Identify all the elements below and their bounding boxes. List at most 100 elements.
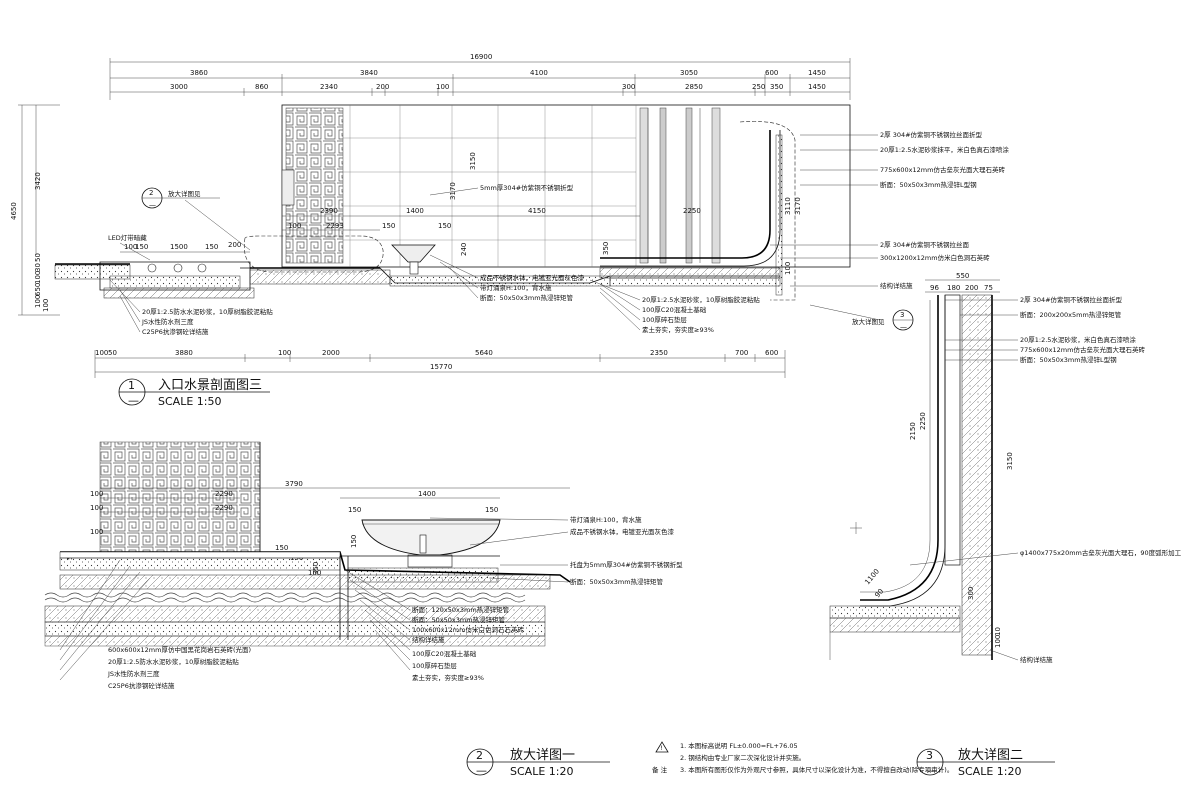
view-title-3: 3 — 放大详图二 SCALE 1:20 xyxy=(916,748,1055,778)
note-m3: 带灯涌泉H:100，背水施 xyxy=(480,283,552,292)
note-m5: 20厚1:2.5水泥砂浆，10厚树脂胶泥粘贴 xyxy=(642,295,760,304)
d2-note-3: 20厚1:2.5水泥砂浆，米白色真石漆喷涂 xyxy=(1020,335,1136,344)
note-r5: 2厚 304#仿紫铜不锈钢拉丝面 xyxy=(880,240,970,249)
view-3-sub: — xyxy=(926,764,937,777)
dim-150c: 150 xyxy=(135,243,148,251)
d2-dim-75: 75 xyxy=(984,284,993,292)
d2-dim-180: 180 xyxy=(947,284,960,292)
d1-note-b2: 断面：50x50x3mm热浸锌矩管 xyxy=(412,615,506,624)
d2-note-2: 断面：200x200x5mm热浸锌矩管 xyxy=(1020,310,1122,319)
section1-notes-left: LED灯带暗藏 20厚1:2.5防水水泥砂浆，10厚树脂胶泥粘贴 JS水性防水剂… xyxy=(108,233,273,336)
detail-1-drawing: 3790 1400 2290 2290 100 100 150 150 350 … xyxy=(44,441,683,778)
note-l4: C25P6抗渗钢砼详结施 xyxy=(142,327,209,336)
d2-note-6: φ1400x775x20mm古垒灰光面大理石，90度弧形加工 xyxy=(1020,548,1182,557)
callout-detail-2: 2 — 放大详图见 xyxy=(141,187,220,209)
dim-100c: 100 xyxy=(784,262,792,275)
detail1-notes-right: 带灯涌泉H:100，背水施 成品不锈钢水钵，电镀亚光面灰色漆 托盘为5mm厚30… xyxy=(570,515,683,586)
d2-note-1: 2厚 304#仿紫铜不锈钢拉丝面折型 xyxy=(1020,295,1123,304)
general-notes-label: 备 注 xyxy=(652,765,668,774)
dim-top-6: 1450 xyxy=(808,69,826,77)
view-2-sub: — xyxy=(476,764,487,777)
dim-2293: 2293 xyxy=(326,222,344,230)
callout-2-number: 2 xyxy=(149,189,153,197)
callout-3-label: 放大详图见 xyxy=(852,317,885,326)
detail1-notes-left: 600x600x12mm厚仿中国黑花岗岩石英砖(光面) 20厚1:2.5防水水泥… xyxy=(107,645,251,690)
note-m6: 100厚C20混凝土基础 xyxy=(642,305,707,314)
general-note-2: 2. 钢结构由专业厂家二次深化设计并实施。 xyxy=(680,753,805,762)
top-dimension-chain: 16900 3860 3840 4100 3050 600 1450 3000 … xyxy=(109,53,851,100)
section1-notes-mid: 5mm厚304#仿紫铜不锈钢折型 成品不锈钢水钵，电镀亚光面灰色漆 带灯涌泉H:… xyxy=(480,183,760,334)
d1-note-r4: 断面：50x50x3mm热浸锌矩管 xyxy=(570,577,664,586)
dim-100b: 100 xyxy=(124,243,137,251)
d2-note-5: 断面：50x50x3mm热浸锌L型钢 xyxy=(1020,355,1117,364)
d1-dim-1400: 1400 xyxy=(418,490,436,498)
dim-b-2: 50 xyxy=(108,349,117,357)
dim-b-1: 100 xyxy=(95,349,108,357)
general-note-3: 3. 本图所有图形仅作为外观尺寸参照，具体尺寸以深化设计为准，不得擅自改动(除专… xyxy=(680,765,953,774)
view-1-sub: — xyxy=(128,394,139,407)
d1-note-r3: 托盘为5mm厚304#仿紫铜不锈钢折型 xyxy=(570,560,683,569)
view-1-number: 1 xyxy=(128,379,135,392)
dim-350: 350 xyxy=(602,242,610,255)
d1-dim-100c: 100 xyxy=(90,528,103,536)
dim-mid-9: 350 xyxy=(770,83,783,91)
callout-detail-3: 3 — 放大详图见 xyxy=(852,309,914,331)
left-dimension-chain: 4650 3420 50 30 100 650 100 100 xyxy=(10,104,60,316)
note-m1: 5mm厚304#仿紫铜不锈钢折型 xyxy=(480,183,574,192)
view-title-1: 1 — 入口水景剖面图三 SCALE 1:50 xyxy=(118,378,270,408)
dim-2390: 2390 xyxy=(320,207,338,215)
dim-240: 240 xyxy=(460,243,468,256)
d2-dim-3150: 3150 xyxy=(1006,452,1014,470)
d2-note-7: 结构详结施 xyxy=(1020,655,1053,664)
feature-wall xyxy=(281,104,851,268)
detail-2-drawing: 550 96 180 200 75 2150 2250 3150 1100 90… xyxy=(829,272,1182,778)
soil-waves xyxy=(44,592,526,603)
d1-note-b3: 100x600x12mm仿米白色洞石石英砖 xyxy=(412,625,524,634)
note-l3: JS水性防水剂三度 xyxy=(141,317,194,326)
dim-mid-10: 1450 xyxy=(808,83,826,91)
d1-note-l3: JS水性防水剂三度 xyxy=(107,669,160,678)
dim-top-3: 4100 xyxy=(530,69,548,77)
dim-left-total: 4650 xyxy=(10,202,18,220)
dim-b-9: 600 xyxy=(765,349,778,357)
view-3-title: 放大详图二 xyxy=(958,748,1023,763)
dim-b-4: 100 xyxy=(278,349,291,357)
dim-150b: 150 xyxy=(438,222,451,230)
view-3-scale: SCALE 1:20 xyxy=(958,765,1021,778)
d2-note-4: 775x600x12mm仿古垒灰光面大理石英砖 xyxy=(1020,345,1145,354)
view-3-number: 3 xyxy=(926,749,933,762)
d1-note-b4: 结构详结施 xyxy=(412,635,445,644)
callout-3-number: 3 xyxy=(900,311,904,319)
dim-150d: 150 xyxy=(205,243,218,251)
dim-3170: 3170 xyxy=(449,182,457,200)
view-1-scale: SCALE 1:50 xyxy=(158,395,221,408)
dim-b-7: 2350 xyxy=(650,349,668,357)
d1-dim-100b: 100 xyxy=(90,504,103,512)
callout-2-sub: — xyxy=(149,201,156,209)
d1-note-r1: 带灯涌泉H:100，背水施 xyxy=(570,515,642,524)
curved-panel xyxy=(600,121,796,301)
section1-leaders xyxy=(109,134,881,333)
ground-section xyxy=(54,235,781,299)
dim-b-8: 700 xyxy=(735,349,748,357)
dim-200: 200 xyxy=(228,241,241,249)
view-1-title: 入口水景剖面图三 xyxy=(158,378,262,393)
note-r2: 20厚1:2.5水泥砂浆抹平，米白色真石漆喷涂 xyxy=(880,145,1009,154)
d2-dim-90: 90 xyxy=(873,587,885,599)
dim-100a: 100 xyxy=(288,222,301,230)
d2-dim-96: 96 xyxy=(930,284,939,292)
d1-dim-150d: 150 xyxy=(275,544,288,552)
section1-notes-right: 2厚 304#仿紫铜不锈钢拉丝面折型 20厚1:2.5水泥砂浆抹平，米白色真石漆… xyxy=(880,130,1009,290)
bottom-dimension-chain: 100 50 3880 100 2000 5640 2350 700 600 1… xyxy=(94,349,786,378)
dim-mid-4: 200 xyxy=(376,83,389,91)
dim-mid-1: 3000 xyxy=(170,83,188,91)
dim-mid-7: 2850 xyxy=(685,83,703,91)
view-title-2: 2 — 放大详图一 SCALE 1:20 xyxy=(466,748,610,778)
dim-left-1: 3420 xyxy=(34,172,42,190)
dim-left-6: 100 xyxy=(34,295,42,308)
general-notes: ! 备 注 1. 本图标高说明 FL±0.000=FL+76.05 2. 钢结构… xyxy=(652,741,953,774)
svg-text:!: ! xyxy=(660,744,663,752)
view-2-number: 2 xyxy=(476,749,483,762)
d1-note-b1: 断面：120x50x3mm热浸锌矩管 xyxy=(412,605,510,614)
